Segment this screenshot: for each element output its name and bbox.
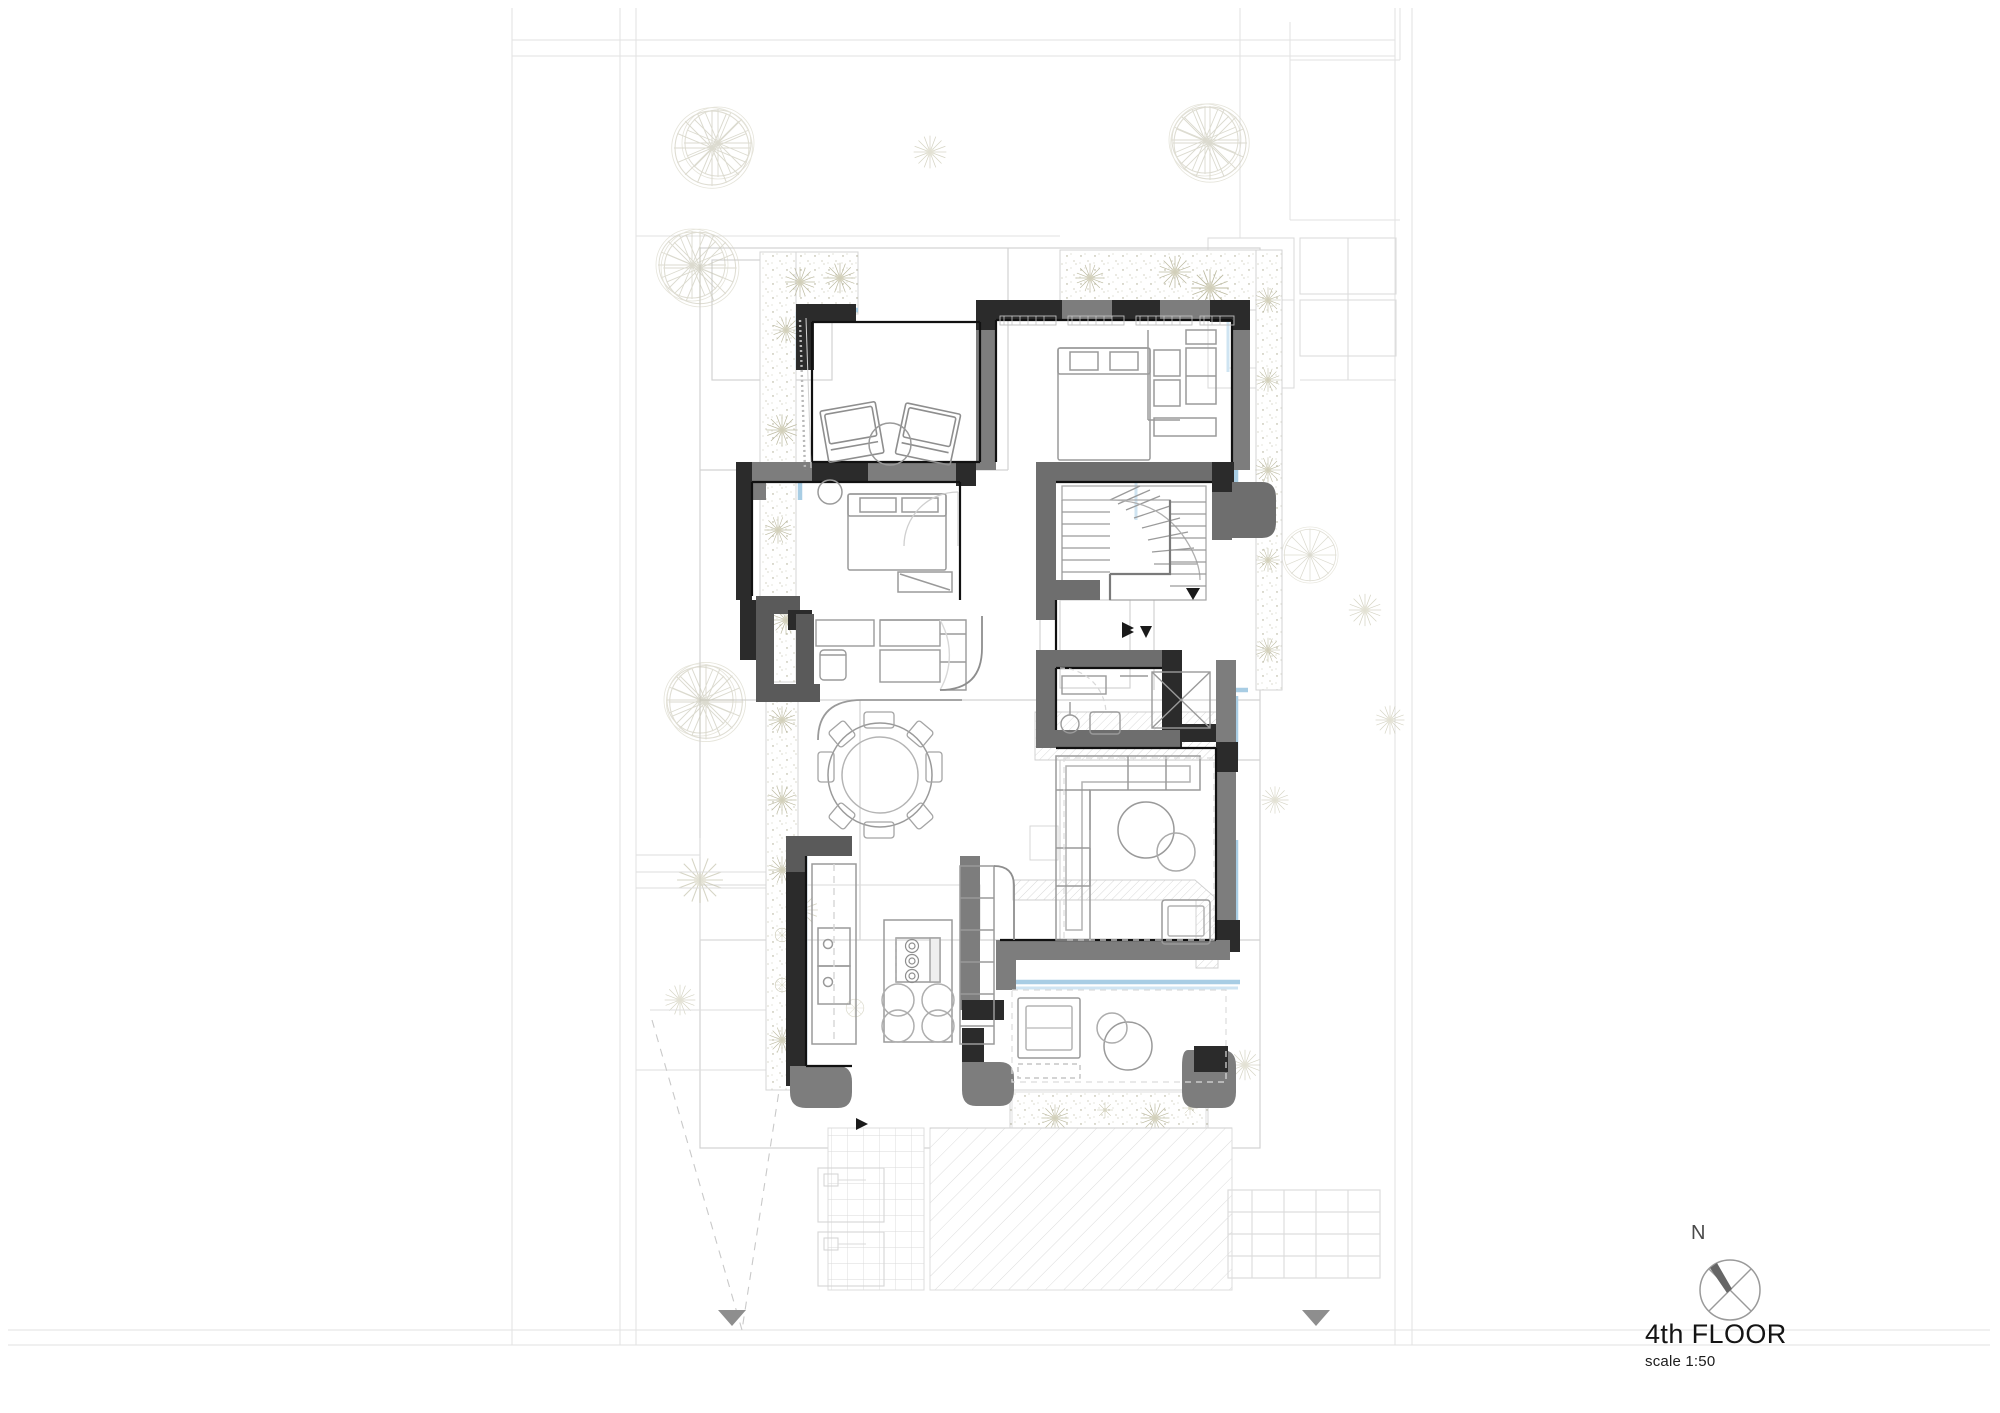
terrace-side-table: [868, 422, 912, 466]
dining-curved-partition: [817, 699, 962, 741]
bathroom-central-door-swing: [1059, 667, 1107, 715]
floor-title: 4th FLOOR: [1645, 1319, 1787, 1349]
bathroom-central-fixtures: [1060, 671, 1211, 735]
terrace-railing: [798, 317, 812, 471]
staircase: [1061, 485, 1207, 601]
entry-direction-arrow: [856, 1118, 868, 1130]
scale-label: scale 1:50: [1645, 1353, 1716, 1371]
garden-wall-underlay: [1227, 1189, 1381, 1279]
coffee-table: [1117, 801, 1196, 872]
south-room-rug: [1011, 989, 1227, 1083]
terrace-south-paving: [929, 1127, 1233, 1291]
armchair-living: [1161, 899, 1211, 945]
lounge-chair-left: [819, 401, 885, 463]
door-swing-west-bedroom: [903, 491, 959, 547]
room-outlines: [750, 318, 1234, 1068]
bedroom-north-partition: [1147, 329, 1217, 421]
direction-arrow-stair: [1140, 626, 1152, 638]
dining-table-round: [817, 711, 943, 839]
living-room-rug: [1063, 757, 1215, 941]
title-block: 4th FLOOR scale 1:50: [1645, 1319, 1787, 1371]
bed-west: [817, 479, 953, 593]
kitchen-island: [881, 919, 955, 1043]
sofa-sectional: [1055, 755, 1201, 941]
kitchen-sink-run: [811, 863, 857, 1045]
walls: [736, 300, 1276, 1108]
section-marker-left: [718, 1310, 746, 1326]
section-marker-right: [1302, 1310, 1330, 1326]
site-underlay: [8, 8, 1990, 1346]
bed-north: [1057, 347, 1217, 461]
north-arrow: [1699, 1259, 1761, 1321]
bathroom-west-fixtures: [815, 619, 967, 691]
north-label: N: [1691, 1222, 1706, 1244]
north-balustrade: [999, 315, 1235, 326]
patio-tiles: [817, 1127, 925, 1291]
stair-direction-arrow: [1186, 588, 1200, 600]
bathroom-west-curve: [939, 616, 983, 691]
lounge-chair-right: [894, 402, 962, 466]
direction-arrow-lobby: [1122, 626, 1134, 638]
kitchen-tall-units: [959, 865, 1015, 1045]
dining-table-south: [1017, 997, 1153, 1079]
